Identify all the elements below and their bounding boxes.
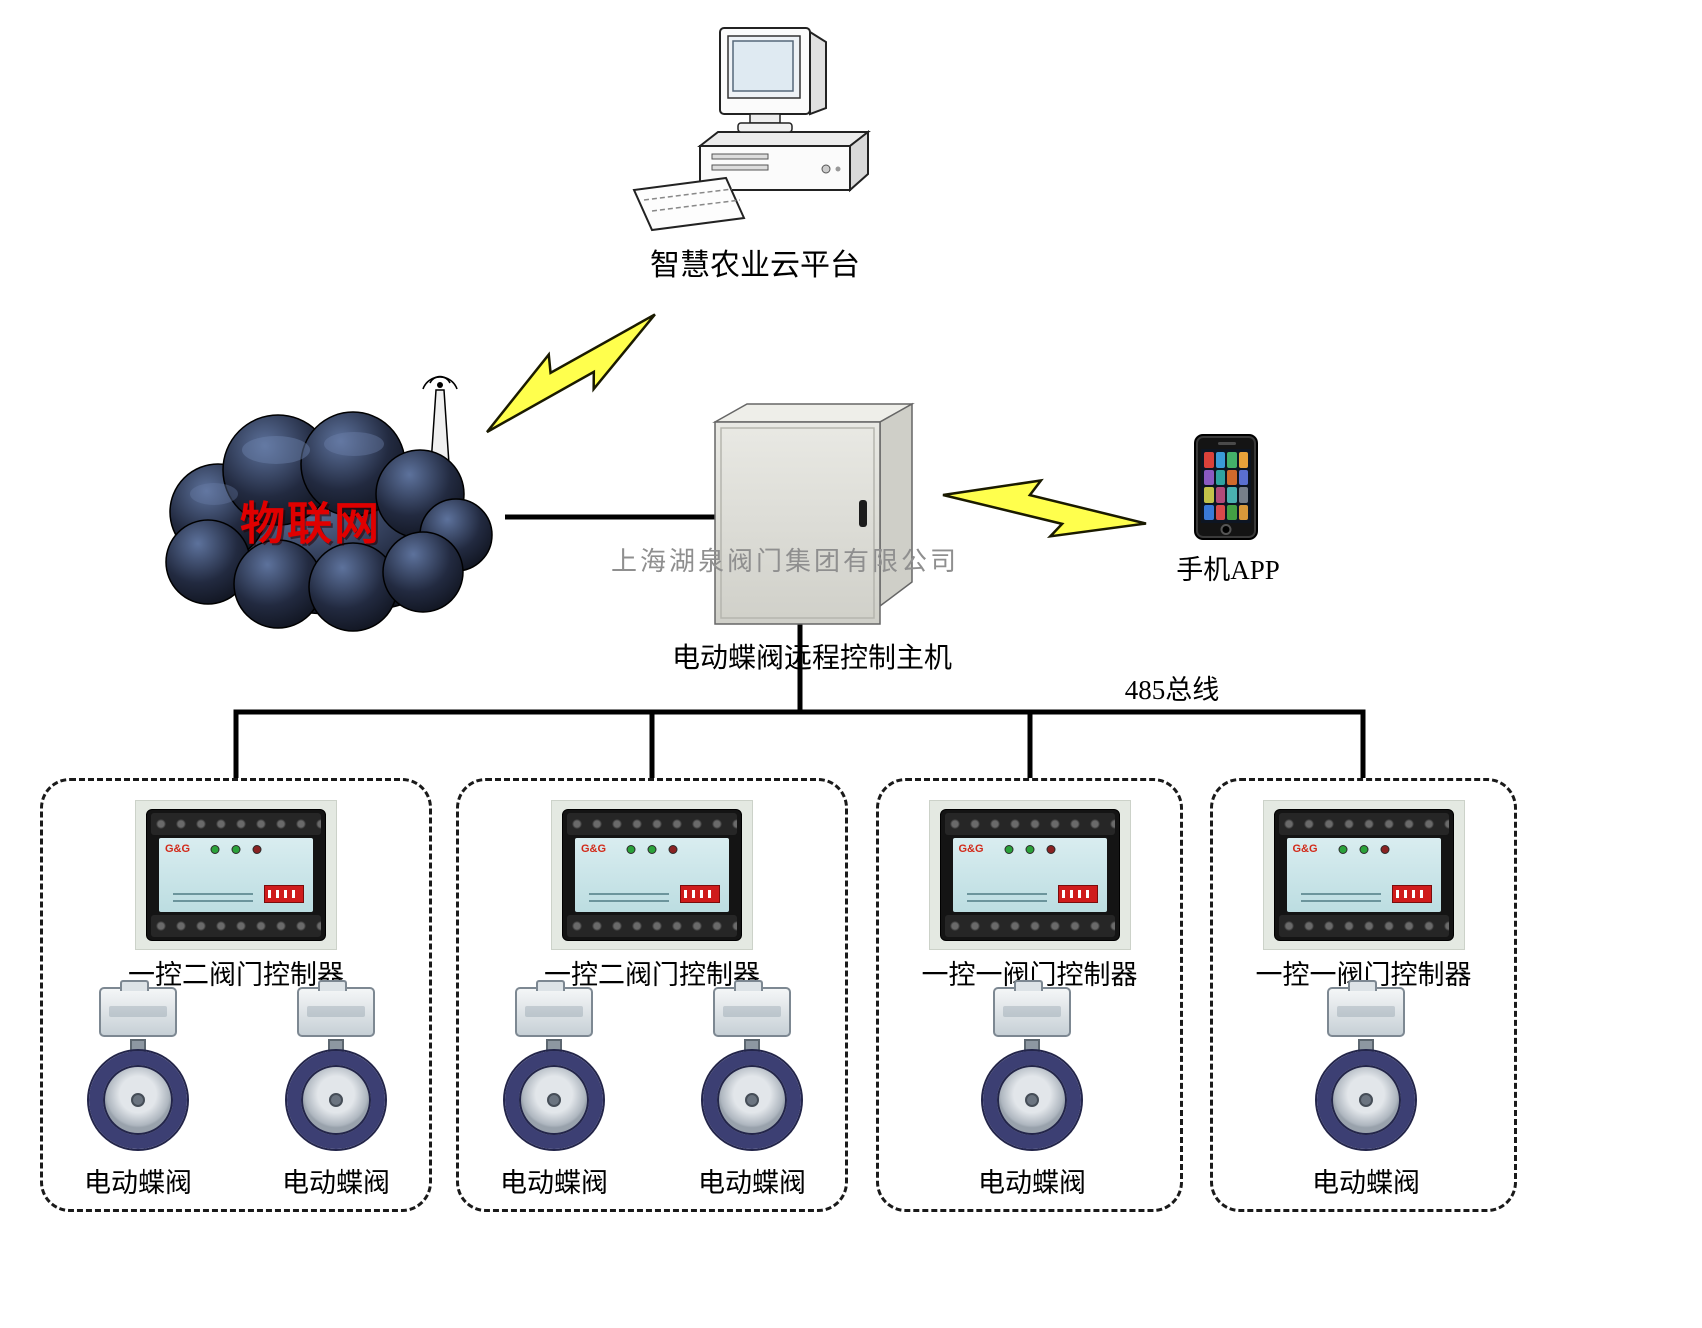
panel-text-lines	[173, 893, 253, 905]
valve-hub	[1359, 1093, 1373, 1107]
terminal-row	[567, 813, 737, 835]
controller-panel: G&G	[1286, 838, 1441, 912]
terminal-row	[151, 813, 321, 835]
terminal-row	[1278, 915, 1449, 937]
phone-home-button	[1220, 524, 1232, 535]
controller-logo: G&G	[958, 843, 984, 855]
lightning-icon	[486, 313, 656, 434]
controller-panel: G&G	[575, 838, 729, 912]
bus-label: 485总线	[1124, 675, 1220, 705]
valve-controller-device: G&G	[136, 801, 336, 949]
controller-body: G&G	[562, 809, 742, 941]
valve-controller-device: G&G	[929, 801, 1130, 949]
valve-label: 电动蝶阀	[978, 1168, 1086, 1198]
valve-actuator	[713, 980, 791, 1037]
valve-label: 电动蝶阀	[84, 1168, 192, 1198]
valve-hub	[1025, 1093, 1039, 1107]
company-watermark: 上海湖泉阀门集团有限公司	[610, 547, 959, 576]
rs485-bus-line	[233, 709, 1366, 780]
valve-group-2: G&G 一控二阀门控制器 电动蝶阀 电动蝶阀	[456, 778, 848, 1212]
controller-body: G&G	[146, 809, 326, 941]
smartphone-icon	[1194, 434, 1258, 540]
dip-switch	[1391, 885, 1432, 903]
controller-logo: G&G	[581, 843, 607, 855]
terminal-row	[567, 915, 737, 937]
controller-body: G&G	[1273, 809, 1454, 941]
controller-logo: G&G	[1292, 843, 1318, 855]
butterfly-valve-icon	[73, 980, 203, 1161]
host-label: 电动蝶阀远程控制主机	[671, 643, 952, 674]
valve-hub	[131, 1093, 145, 1107]
valve-hub	[547, 1093, 561, 1107]
antenna-icon	[422, 375, 458, 465]
valve-hub	[745, 1093, 759, 1107]
controller-panel: G&G	[952, 838, 1107, 912]
dip-switch	[264, 885, 304, 903]
butterfly-valve-icon	[967, 980, 1097, 1161]
controller-panel: G&G	[159, 838, 313, 912]
led-indicators	[1004, 845, 1055, 854]
control-cabinet-icon	[712, 402, 915, 625]
valve-actuator	[993, 980, 1071, 1037]
controller-label: 一控二阀门控制器	[128, 960, 344, 990]
valve-group-3: G&G 一控一阀门控制器 电动蝶阀	[876, 778, 1183, 1212]
valve-label: 电动蝶阀	[1312, 1168, 1420, 1198]
iot-cloud-icon	[165, 375, 493, 632]
valve-actuator	[99, 980, 177, 1037]
computer-icon	[632, 27, 871, 232]
butterfly-valve-icon	[271, 980, 401, 1161]
valve-controller-device: G&G	[1263, 801, 1464, 949]
led-indicators	[626, 845, 678, 854]
valve-actuator	[515, 980, 593, 1037]
panel-text-lines	[1300, 893, 1381, 905]
terminal-row	[1278, 813, 1449, 835]
iot-label: 物联网	[240, 499, 382, 549]
led-indicators	[210, 845, 262, 854]
valve-group-4: G&G 一控一阀门控制器 电动蝶阀	[1210, 778, 1517, 1212]
valve-actuator	[1327, 980, 1405, 1037]
panel-text-lines	[966, 893, 1047, 905]
butterfly-valve-icon	[687, 980, 817, 1161]
panel-text-lines	[589, 893, 669, 905]
phone-app-label: 手机APP	[1176, 555, 1280, 585]
led-indicators	[1338, 845, 1389, 854]
butterfly-valve-icon	[489, 980, 619, 1161]
dip-switch	[680, 885, 720, 903]
terminal-row	[151, 915, 321, 937]
valve-group-1: G&G 一控二阀门控制器 电动蝶阀 电动蝶阀	[40, 778, 432, 1212]
cabinet-handle	[859, 500, 867, 527]
valve-label: 电动蝶阀	[282, 1168, 390, 1198]
butterfly-valve-icon	[1301, 980, 1431, 1161]
controller-body: G&G	[939, 809, 1120, 941]
terminal-row	[944, 813, 1115, 835]
valve-label: 电动蝶阀	[500, 1168, 608, 1198]
terminal-row	[944, 915, 1115, 937]
valve-controller-device: G&G	[552, 801, 752, 949]
dip-switch	[1057, 885, 1098, 903]
controller-label: 一控二阀门控制器	[544, 960, 760, 990]
lightning-icon	[942, 478, 1147, 539]
cloud-platform-label: 智慧农业云平台	[650, 249, 860, 282]
valve-label: 电动蝶阀	[698, 1168, 806, 1198]
phone-screen	[1201, 449, 1251, 523]
valve-hub	[329, 1093, 343, 1107]
valve-actuator	[297, 980, 375, 1037]
phone-speaker	[1218, 442, 1236, 445]
controller-logo: G&G	[165, 843, 191, 855]
